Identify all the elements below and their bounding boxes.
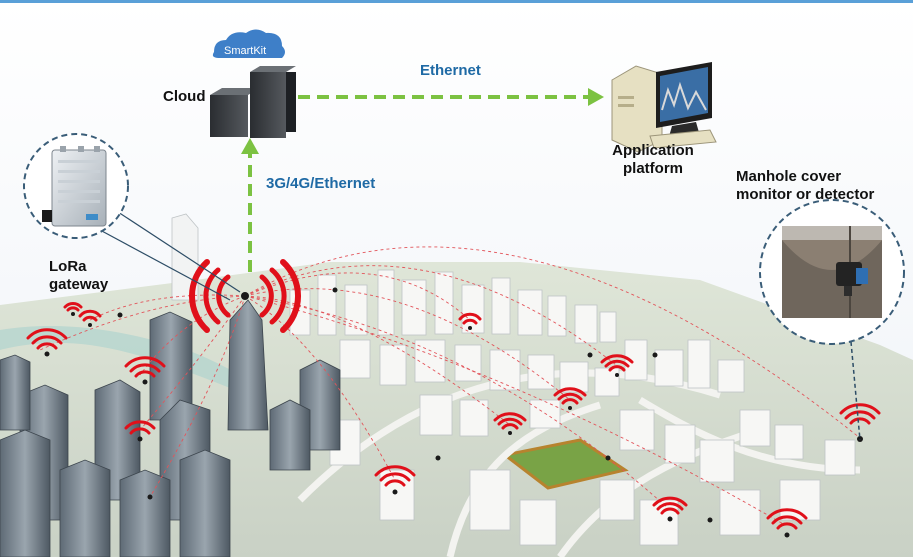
application-platform-line-2: platform — [623, 160, 683, 177]
park-field — [501, 438, 629, 490]
manhole-detector-photo — [782, 226, 882, 318]
manhole-detector-line-1: Manhole cover — [736, 168, 842, 185]
manhole-detector-label: Manhole cover monitor or detector — [736, 168, 874, 204]
manhole-callout-line — [850, 341, 861, 441]
lora-gateway-line-2: gateway — [49, 276, 109, 293]
cloud-server-icon — [210, 29, 296, 138]
manhole-detector-line-2: monitor or detector — [736, 186, 875, 203]
gateway-callout-line-2 — [99, 229, 231, 301]
lora-gateway-line-1: LoRa — [49, 258, 87, 275]
lora-gateway-label: LoRa gateway — [49, 258, 108, 294]
application-platform-line-1: Application — [612, 142, 694, 159]
sensor-node-dots — [117, 287, 713, 523]
top-border — [0, 0, 913, 3]
cloud-label: Cloud — [163, 88, 206, 105]
backhaul-link-label: 3G/4G/Ethernet — [266, 175, 376, 192]
lora-gateway-device-icon — [42, 146, 107, 227]
sensor-signal-icons — [26, 302, 881, 538]
manhole-detail — [759, 199, 905, 345]
application-platform-label: Application platform — [608, 142, 698, 178]
gateway-callout-line — [117, 211, 241, 293]
cloud-brand-label: SmartKit — [224, 45, 267, 57]
skyscrapers — [0, 299, 341, 557]
ethernet-link-arrow — [298, 88, 604, 106]
computer-icon — [611, 62, 717, 153]
lora-gateway-detail — [23, 133, 129, 239]
river — [0, 325, 260, 392]
backhaul-link-arrow — [241, 138, 259, 272]
white-buildings — [289, 269, 856, 546]
lora-links — [39, 246, 861, 526]
ethernet-link-label: Ethernet — [420, 62, 481, 79]
